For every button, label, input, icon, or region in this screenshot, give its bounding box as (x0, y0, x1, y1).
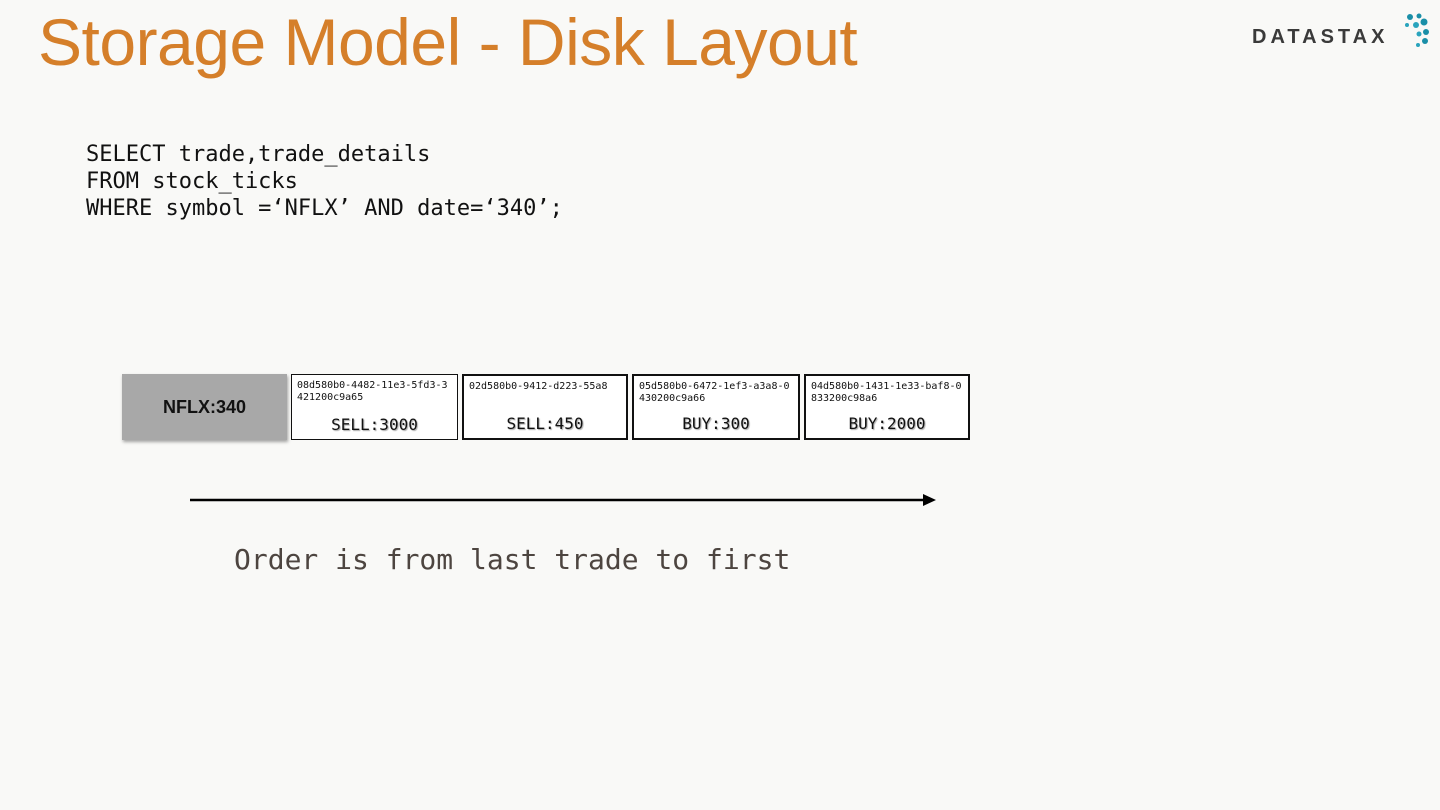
datastax-logo: DATASTAX (1250, 12, 1432, 52)
cell-value: SELL:450 (506, 414, 584, 433)
cell-uuid: 02d580b0-9412-d223-55a8 (469, 381, 608, 392)
cell-value: SELL:3000 (331, 415, 418, 434)
slide-title: Storage Model - Disk Layout (38, 5, 858, 79)
cell-uuid: 05d580b0-6472-1ef3-a3a8-0430200c9a66 (639, 381, 790, 404)
column-cell: 02d580b0-9412-d223-55a8 SELL:450 (462, 374, 628, 440)
logo-text: DATASTAX (1252, 26, 1389, 48)
order-arrow (190, 494, 936, 506)
column-cell: 04d580b0-1431-1e33-baf8-0833200c98a6 BUY… (804, 374, 970, 440)
partition-key-cell: NFLX:340 (122, 374, 287, 440)
cell-value: BUY:2000 (848, 414, 926, 433)
cell-uuid: 04d580b0-1431-1e33-baf8-0833200c98a6 (811, 381, 962, 404)
query-line: WHERE symbol =‘NFLX’ AND date=‘340’; (86, 196, 563, 221)
cell-value: BUY:300 (682, 414, 750, 433)
order-caption: Order is from last trade to first (234, 543, 791, 576)
column-cell: 08d580b0-4482-11e3-5fd3-3421200c9a65 SEL… (291, 374, 458, 440)
datastax-dots-icon (1405, 13, 1429, 47)
cell-uuid: 08d580b0-4482-11e3-5fd3-3421200c9a65 (297, 380, 448, 403)
query-line: SELECT trade,trade_details (86, 142, 431, 167)
column-cell: 05d580b0-6472-1ef3-a3a8-0430200c9a66 BUY… (632, 374, 800, 440)
cql-query: SELECT trade,trade_details FROM stock_ti… (86, 141, 563, 222)
query-line: FROM stock_ticks (86, 169, 298, 194)
